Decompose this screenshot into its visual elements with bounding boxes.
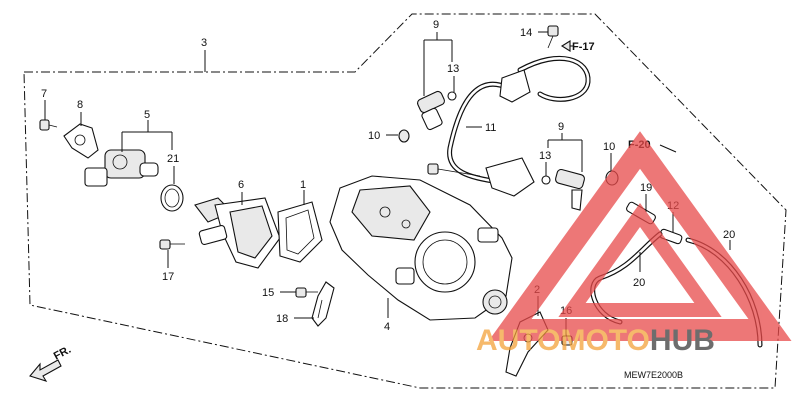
callout-21: 21 bbox=[167, 153, 179, 165]
part-13-right-clip bbox=[541, 175, 551, 185]
callout-10-upper: 10 bbox=[368, 130, 380, 142]
part-11-hose bbox=[447, 55, 591, 197]
watermark-auto: AUTO bbox=[476, 324, 560, 357]
callout-10-right: 10 bbox=[603, 141, 615, 153]
part-9-upper-sensor bbox=[417, 90, 445, 131]
callout-15: 15 bbox=[262, 287, 274, 299]
part-1-gasket bbox=[277, 201, 323, 263]
callout-8: 8 bbox=[77, 99, 83, 111]
part-6-idle-valve bbox=[194, 197, 281, 269]
part-17-screw bbox=[159, 239, 185, 250]
callout-1: 1 bbox=[300, 179, 306, 191]
part-8-bracket bbox=[63, 123, 99, 159]
part-10-bolt bbox=[427, 163, 481, 177]
callout-18: 18 bbox=[276, 313, 288, 325]
callout-11: 11 bbox=[485, 122, 496, 134]
watermark-hub: HUB bbox=[650, 324, 715, 357]
callout-4: 4 bbox=[384, 321, 390, 333]
watermark-triangle-icon bbox=[488, 131, 792, 341]
front-arrow-icon bbox=[29, 359, 62, 382]
callout-9-upper: 9 bbox=[433, 19, 439, 31]
watermark-logo: AUTOMOTOHUB bbox=[476, 131, 792, 357]
reference-f17-label: F-17 bbox=[572, 41, 595, 53]
callout-5: 5 bbox=[144, 109, 150, 121]
part-18-link-plate bbox=[311, 281, 335, 327]
part-14-bolt bbox=[547, 25, 559, 49]
part-5-throttle-sensor bbox=[84, 149, 159, 187]
callout-13-upper: 13 bbox=[447, 63, 459, 75]
part-13-upper-clip bbox=[447, 91, 457, 101]
reference-f17: F-17 bbox=[560, 40, 595, 53]
svg-text:AUTOMOTOHUB: AUTOMOTOHUB bbox=[476, 324, 715, 357]
part-4-throttle-body bbox=[329, 175, 513, 321]
front-arrow-label: FR. bbox=[52, 344, 73, 363]
callout-7: 7 bbox=[41, 88, 47, 100]
part-7-bolt bbox=[39, 119, 58, 131]
leader-lines bbox=[44, 31, 731, 336]
diagram-code: MEW7E2000B bbox=[624, 370, 683, 380]
part-15-screw bbox=[295, 287, 318, 298]
callout-6: 6 bbox=[238, 179, 244, 191]
callout-20-lower: 20 bbox=[633, 277, 645, 289]
callout-3: 3 bbox=[201, 37, 207, 49]
part-10-upper-washer bbox=[398, 129, 410, 143]
watermark-moto: MOTO bbox=[560, 324, 649, 357]
callout-14: 14 bbox=[520, 27, 532, 39]
callout-19: 19 bbox=[640, 182, 652, 194]
part-9-right-sensor bbox=[555, 168, 585, 211]
front-arrow: FR. bbox=[29, 344, 73, 382]
callout-20-right: 20 bbox=[723, 229, 735, 241]
callout-13-right: 13 bbox=[539, 150, 551, 162]
part-21-o-ring bbox=[160, 184, 184, 212]
callout-9-right: 9 bbox=[558, 121, 564, 133]
assembly-outline bbox=[23, 13, 787, 389]
callout-17: 17 bbox=[162, 271, 174, 283]
